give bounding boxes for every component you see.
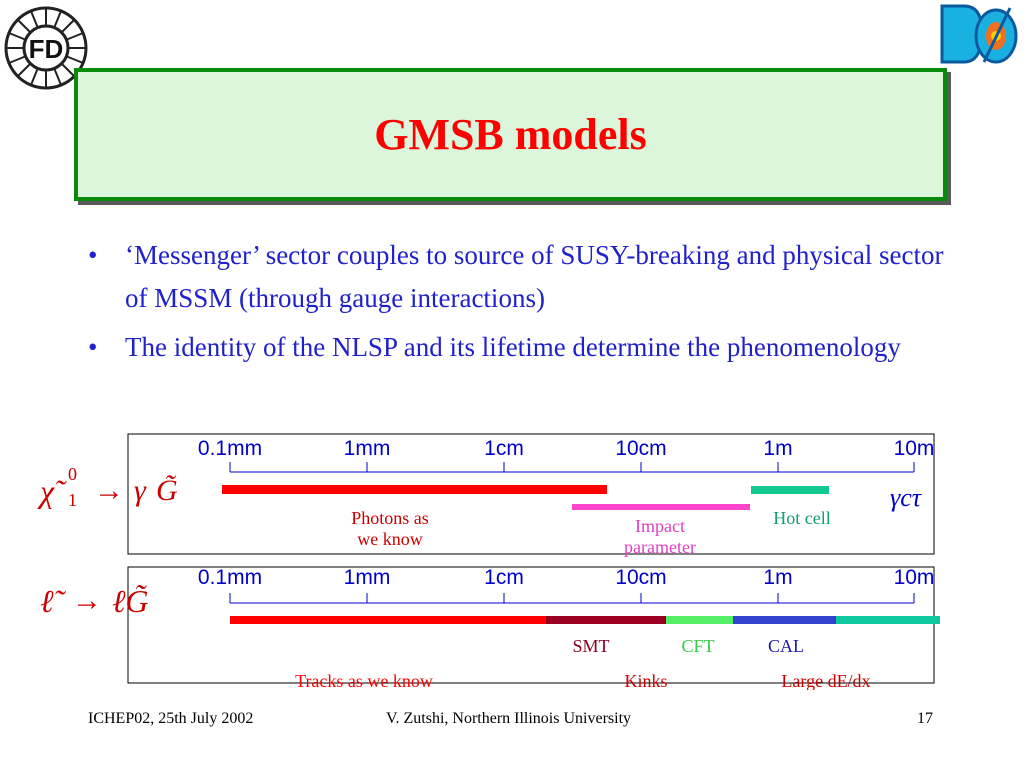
bullet-item: • The identity of the NLSP and its lifet… [88, 326, 948, 369]
smt-bar [546, 616, 666, 624]
diagram-frame [127, 433, 935, 555]
bullet-text: ‘Messenger’ sector couples to source of … [125, 240, 944, 313]
impact-parameter-bar [572, 504, 750, 510]
scale-label: 10cm [615, 566, 666, 589]
hot-cell-bar [751, 486, 829, 494]
scale-label: 1cm [484, 437, 524, 460]
scale-label: 10m [894, 437, 935, 460]
formula-arrow: → [94, 474, 124, 507]
scale-label: 1m [763, 566, 792, 589]
kinks-label: Kinks [624, 671, 667, 690]
slide-title: GMSB models [374, 110, 647, 159]
cft-label: CFT [681, 636, 714, 656]
tracks-bar [230, 616, 546, 624]
slepton-diagram: 0.1mm 1mm 1cm 10cm 1m 10m SMT CFT CAL Tr… [40, 566, 940, 690]
cal-bar [733, 616, 836, 624]
formula-sub: 1 [68, 490, 77, 510]
bullet-list: • ‘Messenger’ sector couples to source o… [88, 234, 948, 375]
scale-label: 1cm [484, 566, 524, 589]
gamma-c-tau-label: γcτ [890, 483, 923, 512]
photons-label: we know [357, 529, 423, 549]
footer-left: ICHEP02, 25th July 2002 [88, 710, 254, 727]
impact-label: parameter [624, 537, 696, 557]
title-box: GMSB models [74, 68, 947, 201]
neutralino-diagram: 0.1mm 1mm 1cm 10cm 1m 10m Photons as we … [37, 433, 935, 557]
formula-sup: 0 [68, 464, 77, 484]
scale-label: 0.1mm [198, 566, 262, 589]
footer-center: V. Zutshi, Northern Illinois University [386, 710, 632, 727]
scale-label: 1m [763, 437, 792, 460]
scale-label: 1mm [344, 437, 391, 460]
photons-label: Photons as [351, 508, 429, 528]
bullet-text: The identity of the NLSP and its lifetim… [125, 332, 901, 362]
formula-arrow: → [72, 584, 102, 617]
photons-bar [222, 485, 607, 494]
svg-text:FD: FD [29, 34, 64, 64]
tracks-label: Tracks as we know [295, 671, 433, 690]
dzero-logo [940, 4, 1018, 64]
formula-slepton: ℓ̃ [40, 583, 66, 619]
formula-gravitino: G̃ [156, 474, 178, 507]
bullet-marker: • [88, 240, 98, 270]
bullet-item: • ‘Messenger’ sector couples to source o… [88, 234, 948, 320]
scale-label: 0.1mm [198, 437, 262, 460]
dedx-bar [836, 616, 940, 624]
dedx-label: Large dE/dx [781, 671, 870, 690]
impact-label: Impact [635, 516, 685, 536]
cal-label: CAL [768, 636, 804, 656]
formula-lepton-gravitino: ℓG̃ [112, 583, 148, 619]
fermilab-logo: FD [4, 6, 88, 90]
hot-cell-label: Hot cell [773, 508, 830, 528]
cft-bar [666, 616, 733, 624]
formula-gamma: γ [134, 474, 147, 507]
diagram-frame [127, 566, 935, 684]
formula-neutralino: χ̃ [37, 473, 67, 509]
page-number: 17 [917, 710, 933, 727]
scale-label: 10cm [615, 437, 666, 460]
bullet-marker: • [88, 332, 98, 362]
scale-label: 10m [894, 566, 935, 589]
lifetime-diagrams: 0.1mm 1mm 1cm 10cm 1m 10m Photons as we … [37, 433, 940, 690]
scale-label: 1mm [344, 566, 391, 589]
smt-label: SMT [572, 636, 609, 656]
